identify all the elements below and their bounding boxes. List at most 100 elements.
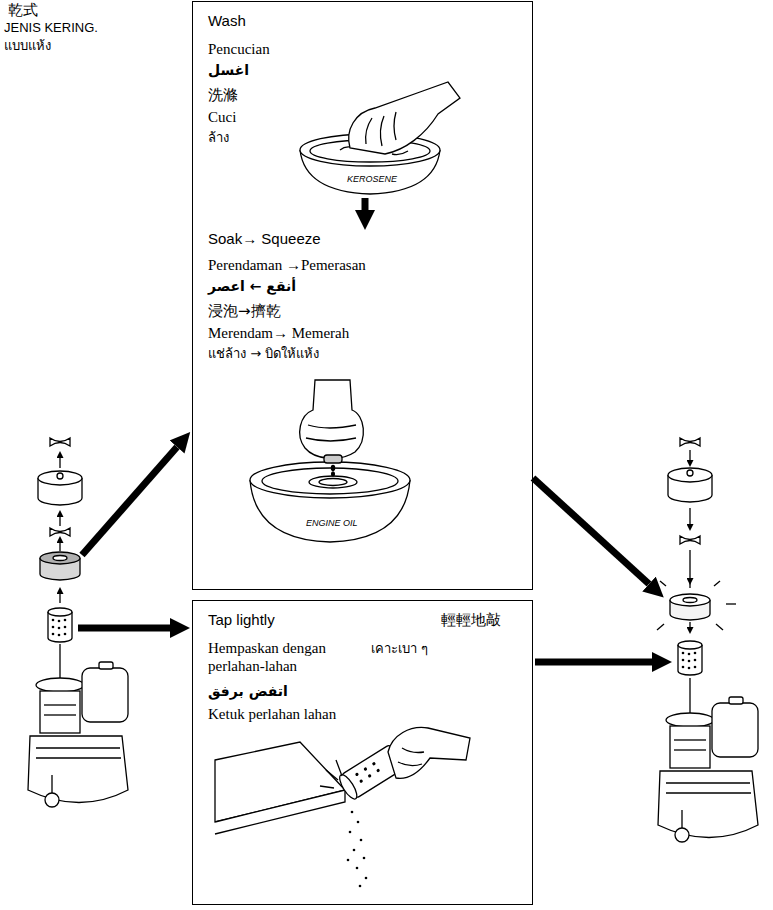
up-arrow xyxy=(59,594,60,603)
hole xyxy=(376,768,380,772)
ray xyxy=(657,624,664,630)
finger-line xyxy=(366,118,372,144)
hole xyxy=(682,666,685,669)
up-arrow xyxy=(59,458,60,468)
ray xyxy=(714,581,720,586)
filter-case-top xyxy=(678,641,702,649)
bowl-liquid xyxy=(262,468,398,494)
step-text: Merendam→ Memerah xyxy=(208,324,349,342)
dust xyxy=(349,831,352,834)
step-text: 輕輕地敲 xyxy=(441,611,501,629)
type-heading: แบบแห้ง xyxy=(4,38,51,54)
ripple xyxy=(309,476,357,488)
squeeze-picture xyxy=(250,380,410,542)
type-heading: 乾式 xyxy=(8,1,38,19)
step-text: 浸泡→擠乾 xyxy=(208,302,281,320)
wash-box: WashPencucianاغسل洗滌Cuciล้างSoak→ Squeeze… xyxy=(192,1,533,590)
dust xyxy=(360,839,363,842)
type-heading: JENIS KERING. xyxy=(4,20,98,36)
finger-line xyxy=(398,762,422,766)
up-arrow xyxy=(59,543,60,551)
cleaner-base xyxy=(36,678,84,692)
hand xyxy=(388,727,470,778)
knob xyxy=(45,793,59,807)
hole xyxy=(688,653,691,656)
wash-picture xyxy=(300,82,460,194)
knob-stem xyxy=(51,775,52,793)
filter-element-hole xyxy=(53,556,67,561)
hole xyxy=(64,626,67,629)
dust xyxy=(347,859,350,862)
flow-arrow xyxy=(78,625,170,632)
ray xyxy=(660,581,666,586)
cover-knob xyxy=(57,473,63,479)
hole xyxy=(363,767,367,771)
finger-line xyxy=(402,748,424,753)
tap-picture xyxy=(215,727,470,887)
step-text: Tap lightly xyxy=(208,611,275,629)
cover-knob xyxy=(687,470,693,476)
step-text: Ketuk perlahan lahan xyxy=(208,705,336,723)
fist xyxy=(300,380,364,458)
hole xyxy=(694,652,697,655)
up-arrow xyxy=(59,517,60,526)
step-arrow xyxy=(362,198,369,210)
impact-line xyxy=(326,770,338,780)
fuel-tank xyxy=(82,668,128,722)
crankcase xyxy=(28,736,128,803)
cover-top xyxy=(38,471,82,485)
carburetor xyxy=(40,691,80,733)
hand xyxy=(349,82,460,154)
right-assembly xyxy=(657,438,758,842)
engine xyxy=(28,662,128,807)
table-edge xyxy=(215,790,345,834)
step-text: Perendaman →Pemerasan xyxy=(208,256,366,274)
hole xyxy=(367,774,371,778)
filter-holes xyxy=(682,652,697,670)
hole xyxy=(688,667,691,670)
bowl-rim xyxy=(250,462,410,498)
impact-line xyxy=(320,786,334,788)
stud xyxy=(59,644,60,680)
hole xyxy=(372,762,376,766)
stud xyxy=(689,678,690,715)
fin xyxy=(36,757,121,758)
hole xyxy=(52,619,55,622)
dust xyxy=(356,867,359,870)
dust xyxy=(363,857,366,860)
hole xyxy=(52,626,55,629)
hole xyxy=(688,660,691,663)
step-text: Soak→ Squeeze xyxy=(208,230,321,248)
filter-end xyxy=(337,772,360,801)
glow-rays xyxy=(657,580,736,630)
falling-dust xyxy=(347,811,368,888)
hole xyxy=(694,666,697,669)
dust xyxy=(353,849,356,852)
dust xyxy=(351,811,354,814)
flow-arrow xyxy=(533,478,649,584)
hole xyxy=(58,634,61,637)
step-text: แช่ล้าง → บิดให้แห้ง xyxy=(208,346,319,362)
ray xyxy=(689,580,690,588)
step-text: أنقع ← اعصر xyxy=(208,278,296,295)
ray xyxy=(716,624,723,630)
big-arrows xyxy=(78,198,652,662)
step-text: Hempaskan dengan perlahan-lahan xyxy=(208,639,358,675)
hole xyxy=(64,619,67,622)
cover-top xyxy=(668,468,712,482)
hole xyxy=(359,779,363,783)
step-text: اتفض برفق xyxy=(208,683,288,700)
step-text: ล้าง xyxy=(208,130,229,146)
down-arrow xyxy=(689,450,690,460)
drop xyxy=(332,472,335,476)
container-label: KEROSENE xyxy=(345,174,399,185)
flow-arrow xyxy=(535,659,652,666)
down-arrow xyxy=(689,508,690,524)
hole xyxy=(682,659,685,662)
ripple xyxy=(319,479,347,486)
wing-nut xyxy=(680,438,700,446)
tank-cap xyxy=(99,662,113,669)
detail xyxy=(44,704,76,705)
